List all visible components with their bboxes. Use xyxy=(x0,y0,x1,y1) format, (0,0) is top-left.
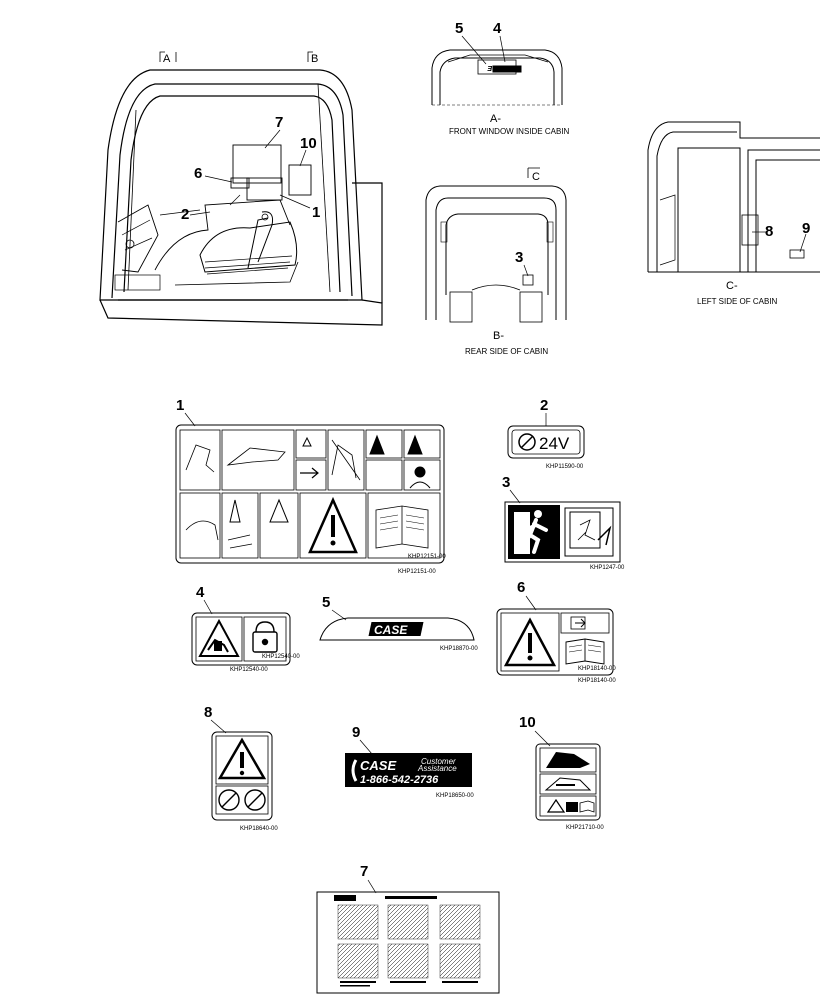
decal-9-line2: Assistance xyxy=(417,764,457,773)
section-marker-a: A xyxy=(159,51,177,65)
view-b-leader xyxy=(523,264,529,277)
lock-icon xyxy=(252,621,278,653)
svg-text:KHP12540-00: KHP12540-00 xyxy=(262,654,300,660)
decal-8-number: 8 xyxy=(204,704,212,721)
cabin-main-view xyxy=(99,69,383,326)
decal-5: 5 CASE KHP18870-00 xyxy=(319,594,478,652)
decal-8-part-number: KHP18640-00 xyxy=(240,826,278,832)
decal-6-number: 6 xyxy=(517,579,525,596)
view-a-subcaption: FRONT WINDOW INSIDE CABIN xyxy=(449,127,570,136)
callout-2-main: 2 xyxy=(181,206,189,223)
decal-7-number: 7 xyxy=(360,863,368,880)
decal-5-logo-text: CASE xyxy=(374,623,408,637)
warning-triangle-icon xyxy=(308,496,358,554)
decal-5-number: 5 xyxy=(322,594,330,611)
no-smoking-icon xyxy=(218,789,266,811)
decal-10-part-number: KHP21710-00 xyxy=(566,825,604,831)
decal-6: 6 KHP18140-00 KHP18140-00 xyxy=(496,579,616,684)
decal-9-line1: Customer xyxy=(421,757,456,766)
callout-7-main: 7 xyxy=(275,114,283,131)
callout-4-view-a: 4 xyxy=(493,20,502,37)
svg-text:C: C xyxy=(532,171,540,183)
decal-4-part-number: KHP12540-00 xyxy=(230,667,268,673)
view-a-front-window: CASE xyxy=(431,49,563,106)
main-leader-lines xyxy=(189,129,311,216)
view-b-subcaption: REAR SIDE OF CABIN xyxy=(465,347,548,356)
load-chart-table xyxy=(337,904,481,979)
no-symbol-icon xyxy=(518,433,536,451)
callout-3-view-b: 3 xyxy=(515,249,523,266)
callout-1-main: 1 xyxy=(312,204,320,221)
decal-7: 7 xyxy=(316,863,500,994)
view-c-leaders xyxy=(752,231,807,253)
decal-5-part-number: KHP18870-00 xyxy=(440,646,478,652)
decal-2-voltage: 24V xyxy=(539,434,570,453)
svg-text:KHP18140-00: KHP18140-00 xyxy=(578,666,616,672)
decal-4-number: 4 xyxy=(196,584,205,601)
section-marker-b: B xyxy=(307,51,318,65)
decal-10-number: 10 xyxy=(519,714,536,731)
decal-9-brand: CASE xyxy=(360,758,396,773)
decal-2-part-number: KHP11590-00 xyxy=(546,464,584,470)
manual-book-icon xyxy=(565,638,605,665)
view-a-leaders xyxy=(461,35,506,65)
view-b-rear-cabin xyxy=(425,185,567,323)
svg-text:CASE: CASE xyxy=(487,64,507,71)
exit-runner-icon xyxy=(514,510,548,554)
decal-10: 10 KHP21710-00 xyxy=(519,714,604,831)
callout-6-main: 6 xyxy=(194,165,202,182)
decal-1-small-code: KHP12151-00 xyxy=(408,554,446,560)
view-c-subcaption: LEFT SIDE OF CABIN xyxy=(697,297,778,306)
decal-9-part-number: KHP18650-00 xyxy=(436,793,474,799)
broken-glass-icon xyxy=(564,507,614,557)
decal-1: 1 xyxy=(175,397,446,575)
decal-7-logo xyxy=(334,895,356,901)
decal-2-number: 2 xyxy=(540,397,548,414)
callout-10-main: 10 xyxy=(300,135,317,152)
svg-text:A: A xyxy=(163,53,171,65)
decal-9: 9 CASE Customer Assistance 1-866-542-273… xyxy=(345,724,474,799)
decal-1-part-number: KHP12151-00 xyxy=(398,569,436,575)
decal-3-number: 3 xyxy=(502,474,510,491)
view-b-caption: B- xyxy=(493,330,504,342)
view-a-caption: A- xyxy=(490,113,501,125)
view-c-caption: C- xyxy=(726,280,738,292)
callout-5-view-a: 5 xyxy=(455,20,463,37)
callout-9-view-c: 9 xyxy=(802,220,810,237)
decal-2: 2 24V KHP11590-00 xyxy=(507,397,585,470)
decal-3: 3 KHP1247-00 xyxy=(502,474,625,571)
decal-6-part-number: KHP18140-00 xyxy=(578,678,616,684)
section-marker-c: C xyxy=(527,167,540,183)
view-c-left-cabin xyxy=(647,121,820,273)
decal-9-number: 9 xyxy=(352,724,360,741)
decal-9-phone: 1-866-542-2736 xyxy=(360,774,439,786)
decal-3-part-number: KHP1247-00 xyxy=(590,565,625,571)
decal-1-number: 1 xyxy=(176,397,184,414)
decal-8: 8 KHP18640-00 xyxy=(204,704,278,832)
callout-8-view-c: 8 xyxy=(765,223,773,240)
decal-4: 4 KHP12540-00 KHP12540-00 xyxy=(191,584,300,673)
svg-text:B: B xyxy=(311,53,318,65)
